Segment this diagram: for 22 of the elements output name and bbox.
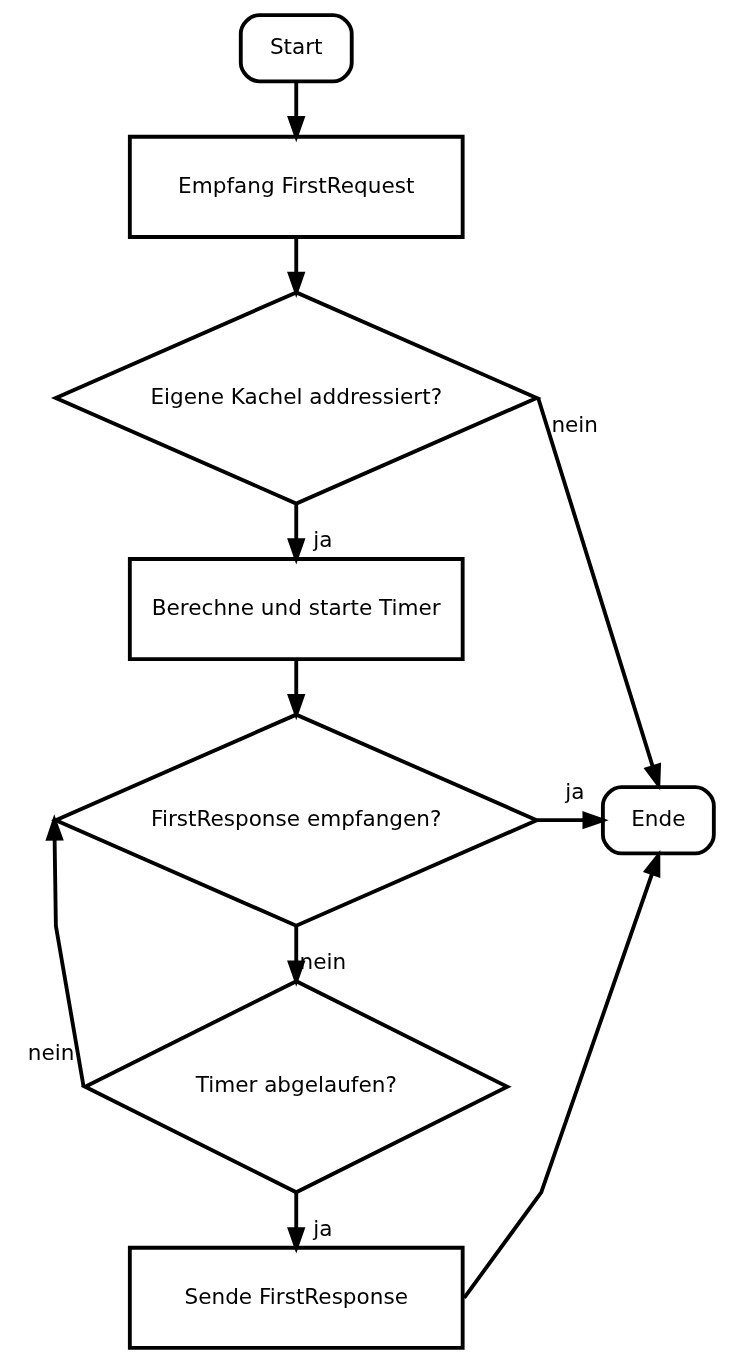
arrow — [537, 811, 609, 830]
node-box: Empfang FirstRequest — [127, 134, 465, 239]
node-diamond: Eigene Kachel addressiert? — [51, 290, 542, 506]
edge-label: ja — [313, 1215, 333, 1241]
arrow — [45, 814, 86, 1088]
node-box: Sende FirstResponse — [127, 1245, 465, 1350]
arrow — [287, 1192, 306, 1254]
arrow — [287, 659, 306, 721]
edge-label: ja — [313, 527, 333, 553]
edge-label: nein — [551, 411, 599, 437]
edge-label: ja — [565, 779, 585, 805]
arrow — [287, 925, 306, 987]
arrow — [462, 850, 661, 1299]
node-box: Berechne und starte Timer — [127, 557, 465, 662]
arrow — [287, 237, 306, 298]
arrow — [536, 397, 662, 791]
node-box: Ende — [600, 785, 716, 856]
arrow — [287, 81, 306, 143]
edge-label: nein — [27, 1039, 75, 1065]
arrow — [287, 503, 306, 565]
node-box: Start — [238, 13, 354, 84]
node-diamond: Timer abgelaufen? — [80, 979, 512, 1195]
